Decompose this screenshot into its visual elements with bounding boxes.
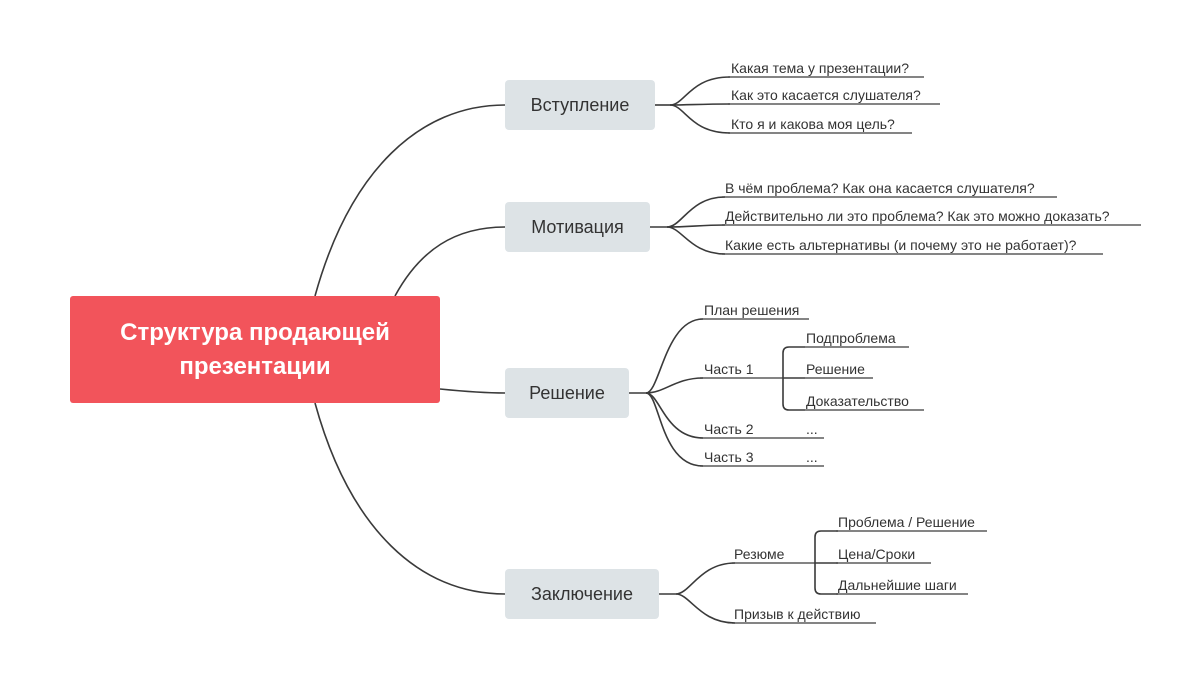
motivation-item[interactable]: Какие есть альтернативы (и почему это не… <box>725 237 1077 253</box>
root-title: Структура продающей презентации <box>120 318 390 380</box>
solution-part2[interactable]: Часть 2 <box>704 421 754 437</box>
branch-solution[interactable]: Решение <box>505 368 629 418</box>
conclusion-cta[interactable]: Призыв к действию <box>734 606 861 622</box>
connector-root-intro <box>314 104 506 297</box>
branch-intro-label: Вступление <box>530 94 630 115</box>
solution-part1[interactable]: Часть 1 <box>704 361 754 377</box>
branch-motivation[interactable]: Мотивация <box>505 202 650 252</box>
summary-item[interactable]: Дальнейшие шаги <box>838 577 957 593</box>
motivation-item[interactable]: В чём проблема? Как она касается слушате… <box>725 180 1035 196</box>
intro-item[interactable]: Кто я и какова моя цель? <box>731 116 895 132</box>
root-node[interactable]: Структура продающей презентации <box>70 296 440 403</box>
intro-item[interactable]: Какая тема у презентации? <box>731 60 909 76</box>
branch-solution-label: Решение <box>529 382 605 403</box>
intro-item[interactable]: Как это касается слушателя? <box>731 87 921 103</box>
conclusion-summary[interactable]: Резюме <box>734 546 785 562</box>
part1-item[interactable]: Решение <box>806 361 865 377</box>
connector-root-motivation <box>394 226 506 297</box>
part2-child[interactable]: ... <box>806 421 818 437</box>
connector-root-conclusion <box>314 402 506 595</box>
branch-conclusion[interactable]: Заключение <box>505 569 659 619</box>
part1-item[interactable]: Подпроблема <box>806 330 896 346</box>
solution-part3[interactable]: Часть 3 <box>704 449 754 465</box>
branch-intro[interactable]: Вступление <box>505 80 655 130</box>
branch-motivation-label: Мотивация <box>531 216 624 237</box>
part1-item[interactable]: Доказательство <box>806 393 909 409</box>
branch-conclusion-label: Заключение <box>531 583 633 604</box>
solution-plan[interactable]: План решения <box>704 302 800 318</box>
connector-root-solution <box>439 388 506 394</box>
part3-child[interactable]: ... <box>806 449 818 465</box>
motivation-item[interactable]: Действительно ли это проблема? Как это м… <box>725 208 1110 224</box>
summary-item[interactable]: Цена/Сроки <box>838 546 916 562</box>
summary-item[interactable]: Проблема / Решение <box>838 514 975 530</box>
